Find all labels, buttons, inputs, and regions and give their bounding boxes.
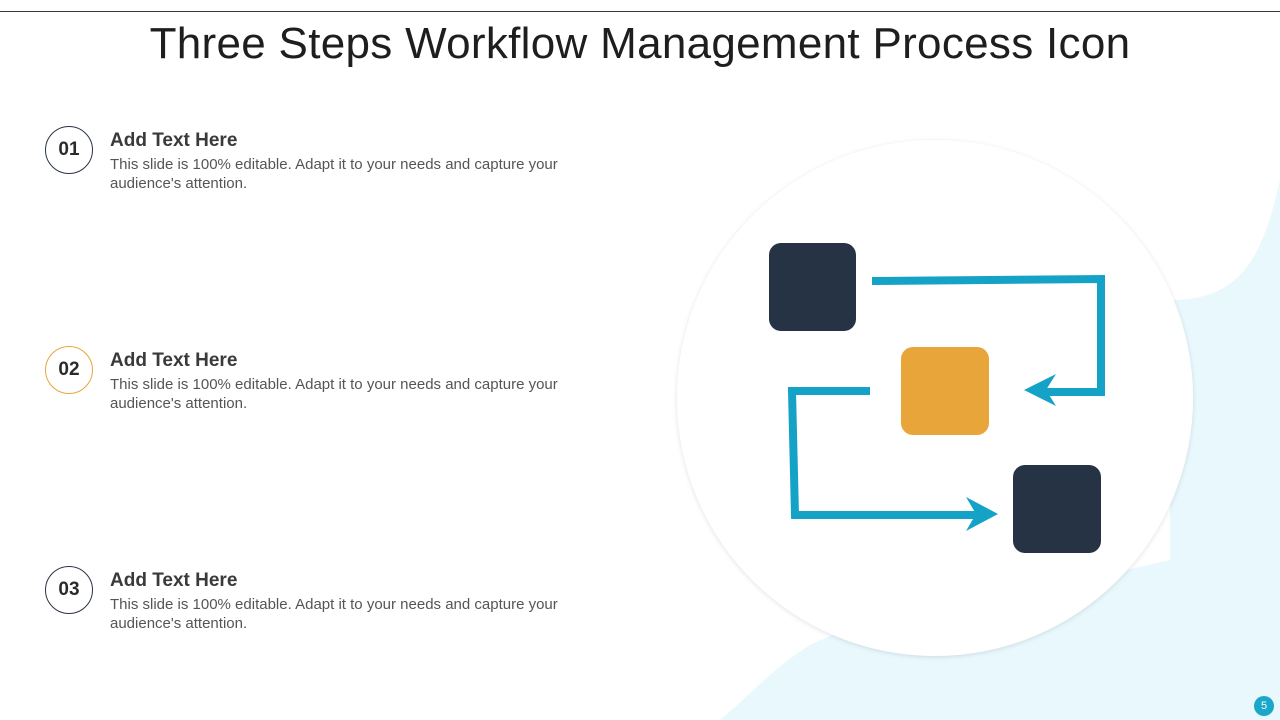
step-description: This slide is 100% editable. Adapt it to… — [110, 596, 558, 632]
step-item-2: 02 Add Text Here This slide is 100% edit… — [45, 346, 645, 436]
step-heading: Add Text Here — [110, 570, 238, 591]
workflow-square-top — [769, 243, 856, 331]
arrow-left-icon — [1024, 374, 1056, 406]
connector-line-top — [871, 274, 1105, 396]
step-heading: Add Text Here — [110, 350, 238, 371]
step-heading: Add Text Here — [110, 130, 238, 151]
arrow-right-icon — [966, 497, 998, 531]
step-item-1: 01 Add Text Here This slide is 100% edit… — [45, 126, 645, 216]
step-description: This slide is 100% editable. Adapt it to… — [110, 376, 558, 412]
workflow-squares-icon — [769, 243, 1105, 553]
slide-title: Three Steps Workflow Management Process … — [149, 19, 1131, 68]
step-number-badge: 01 — [45, 126, 93, 174]
step-item-3: 03 Add Text Here This slide is 100% edit… — [45, 566, 645, 656]
workflow-square-bottom — [1013, 465, 1101, 553]
step-description: This slide is 100% editable. Adapt it to… — [110, 156, 558, 192]
top-rule — [0, 11, 1280, 12]
connector-line-bottom — [787, 387, 982, 519]
page-number-badge: 5 — [1254, 696, 1274, 716]
workflow-square-middle — [901, 347, 989, 435]
step-number-badge: 02 — [45, 346, 93, 394]
step-number-badge: 03 — [45, 566, 93, 614]
